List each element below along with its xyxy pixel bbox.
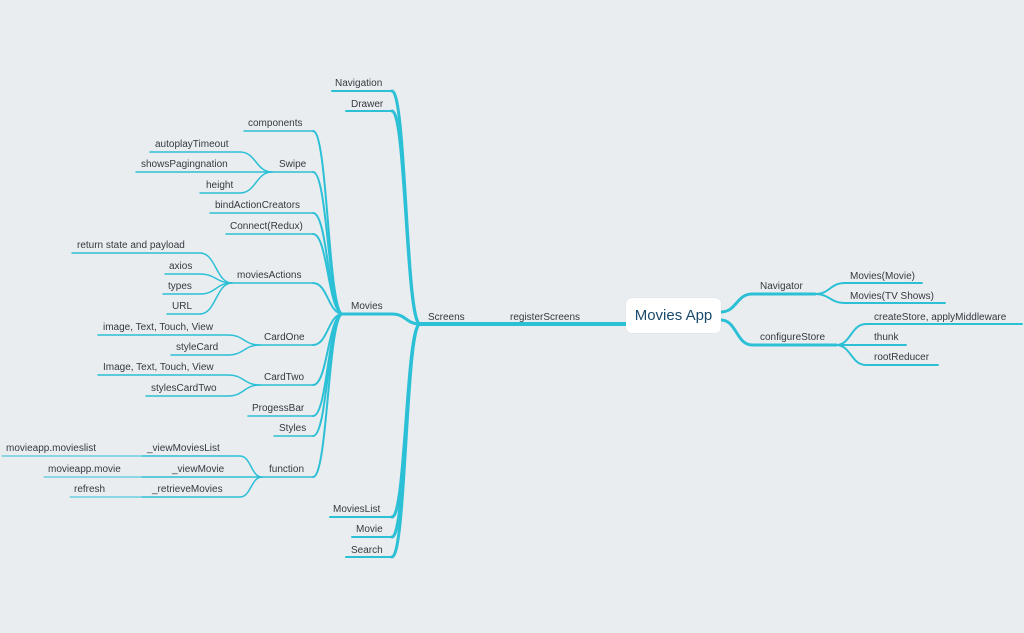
node-styles[interactable]: Styles xyxy=(279,423,307,434)
node-movies-tv-shows[interactable]: Movies(TV Shows) xyxy=(850,291,934,302)
edge-cardone-style xyxy=(227,344,261,356)
edge-cardtwo-imports xyxy=(227,374,261,386)
node-configure-store[interactable]: configureStore xyxy=(760,332,826,343)
edge-root-navigator xyxy=(719,292,754,314)
root-node-label: Movies App xyxy=(634,307,713,324)
edge-screens-movies xyxy=(390,312,422,326)
node-drawer[interactable]: Drawer xyxy=(351,99,384,110)
node-styles-card-two[interactable]: stylesCardTwo xyxy=(151,383,217,394)
node-axios[interactable]: axios xyxy=(169,261,193,272)
node-card-two-imports[interactable]: Image, Text, Touch, View xyxy=(103,362,214,373)
edge-screens-drawer xyxy=(390,109,422,326)
node-movieapp-movieslist[interactable]: movieapp.movieslist xyxy=(6,443,97,454)
edge-cardtwo-style xyxy=(227,384,261,397)
node-progess-bar[interactable]: ProgessBar xyxy=(252,403,305,414)
edge-swipe-height xyxy=(239,171,273,194)
edge-swipe-autoplay xyxy=(239,151,273,173)
edge-movies-components xyxy=(312,130,344,315)
node-swipe[interactable]: Swipe xyxy=(279,159,307,170)
node-navigator[interactable]: Navigator xyxy=(760,281,803,292)
node-search[interactable]: Search xyxy=(351,545,383,556)
edge-movies-swipe xyxy=(312,171,344,315)
edge-function-retrieve xyxy=(239,476,263,498)
node-movies-movie[interactable]: Movies(Movie) xyxy=(850,271,916,282)
edge-movies-connect xyxy=(312,233,344,315)
node-thunk[interactable]: thunk xyxy=(874,332,899,343)
node-retrieve-movies[interactable]: _retrieveMovies xyxy=(152,484,223,495)
node-movieapp-movie[interactable]: movieapp.movie xyxy=(48,464,121,475)
node-view-movies-list[interactable]: _viewMoviesList xyxy=(147,443,220,454)
edge-root-configure xyxy=(719,318,754,347)
edge-configure-create xyxy=(835,323,867,346)
node-navigation[interactable]: Navigation xyxy=(335,78,383,89)
edge-navigator-movie xyxy=(814,282,846,295)
edge-cardone-imports xyxy=(227,334,261,346)
node-style-card[interactable]: styleCard xyxy=(176,342,219,353)
node-shows-pagingnation[interactable]: showsPagingnation xyxy=(141,159,228,170)
edge-screens-search xyxy=(390,322,422,559)
node-bind-action-creators[interactable]: bindActionCreators xyxy=(215,200,301,211)
edge-actions-url xyxy=(199,282,233,315)
node-autoplay-timeout[interactable]: autoplayTimeout xyxy=(155,139,229,150)
node-movie[interactable]: Movie xyxy=(356,524,383,535)
edge-configure-reducer xyxy=(835,344,867,366)
node-function[interactable]: function xyxy=(269,464,305,475)
root-node-movies-app[interactable]: Movies App xyxy=(626,298,721,333)
node-register-screens[interactable]: registerScreens xyxy=(510,312,581,323)
edge-movies-function xyxy=(312,313,344,478)
edge-navigator-tv xyxy=(814,293,846,304)
node-refresh[interactable]: refresh xyxy=(74,484,106,495)
node-types[interactable]: types xyxy=(168,281,192,292)
edge-movies-styles xyxy=(312,313,344,437)
node-movies[interactable]: Movies xyxy=(351,301,383,312)
node-root-reducer[interactable]: rootReducer xyxy=(874,352,930,363)
edge-function-viewlist xyxy=(239,455,263,478)
edge-movies-actions xyxy=(312,282,344,315)
node-url[interactable]: URL xyxy=(172,301,193,312)
node-create-store[interactable]: createStore, applyMiddleware xyxy=(874,312,1007,323)
node-view-movie[interactable]: _viewMovie xyxy=(172,464,225,475)
node-movies-actions[interactable]: moviesActions xyxy=(237,270,302,281)
node-components[interactable]: components xyxy=(248,118,303,129)
node-height[interactable]: height xyxy=(206,180,234,191)
node-return-state-payload[interactable]: return state and payload xyxy=(77,240,185,251)
node-connect-redux[interactable]: Connect(Redux) xyxy=(230,221,303,232)
node-screens[interactable]: Screens xyxy=(428,312,465,323)
node-card-one[interactable]: CardOne xyxy=(264,332,305,343)
node-card-one-imports[interactable]: image, Text, Touch, View xyxy=(103,322,214,333)
node-movies-list[interactable]: MoviesList xyxy=(333,504,381,515)
node-card-two[interactable]: CardTwo xyxy=(264,372,305,383)
